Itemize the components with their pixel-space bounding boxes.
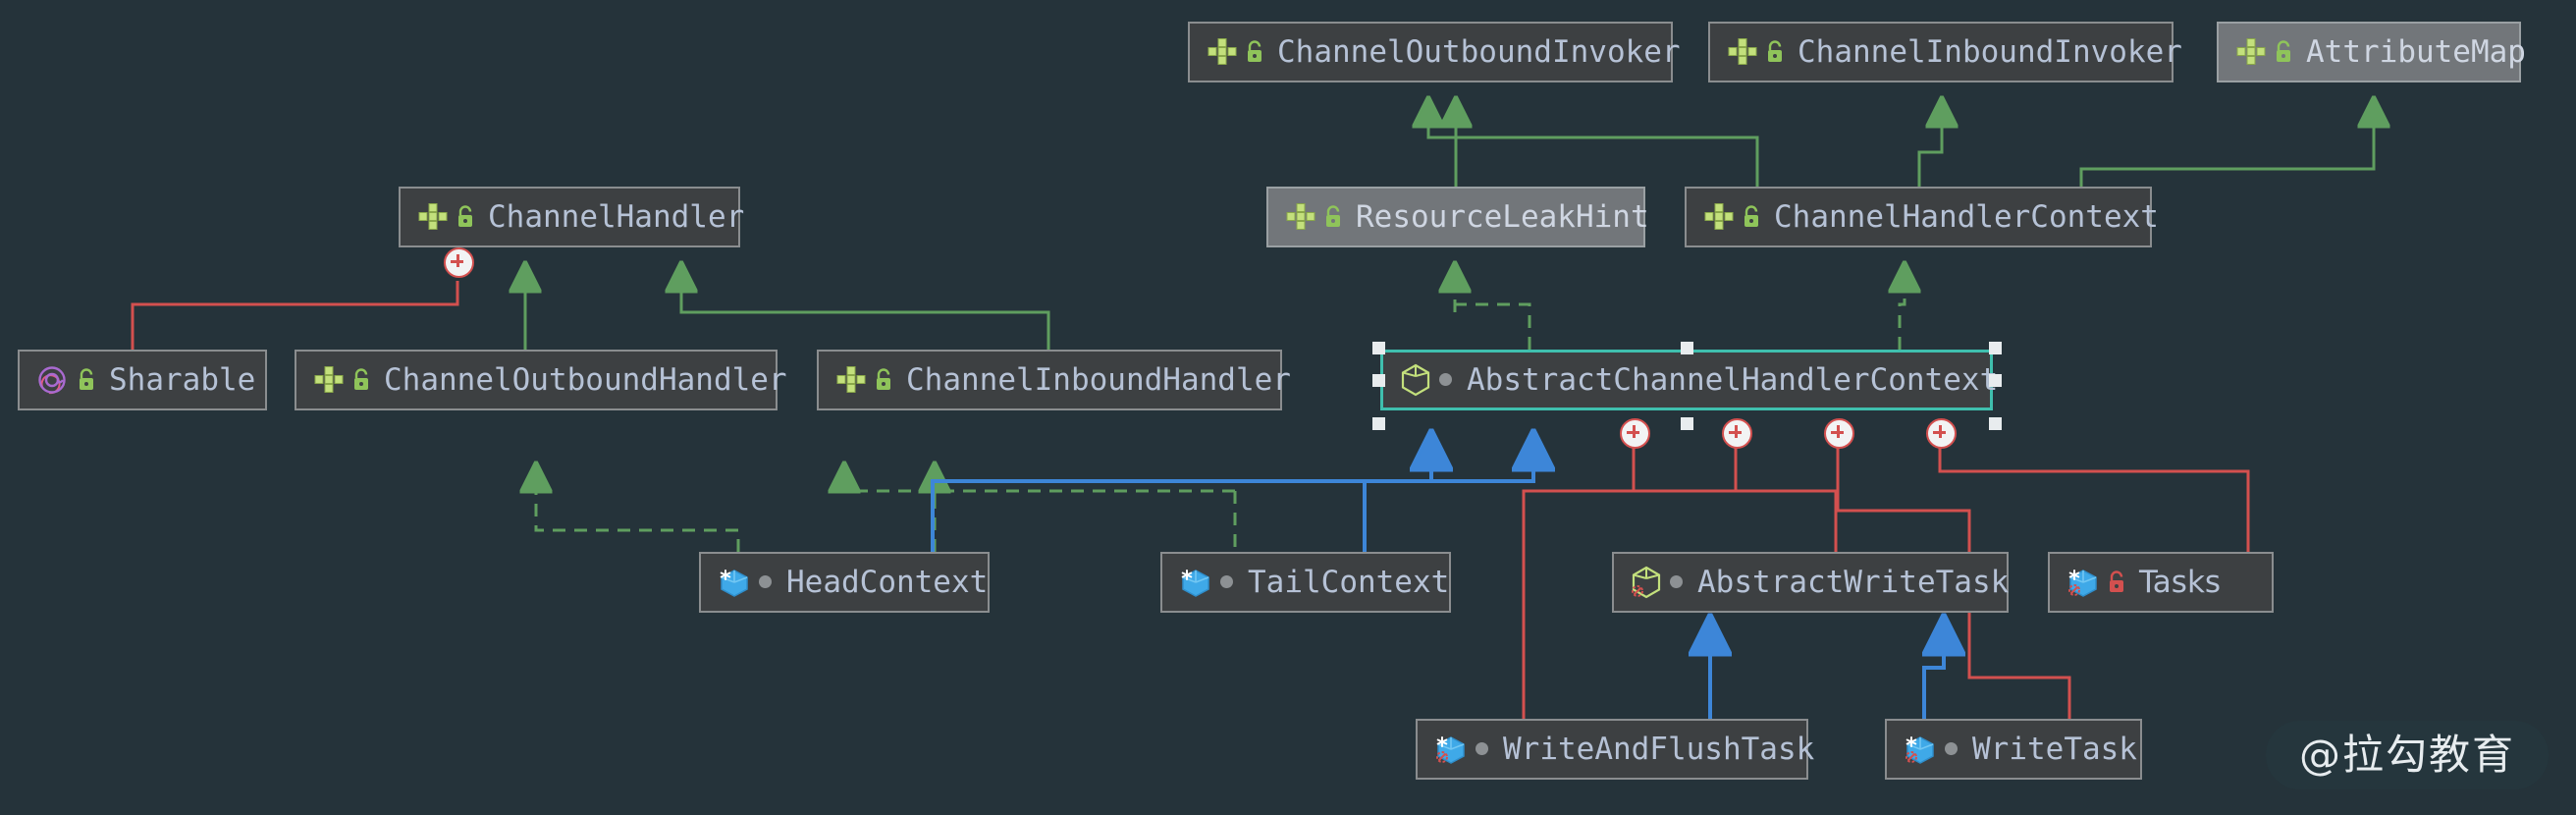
final-class-private-icon	[1905, 734, 1936, 764]
lock-private-icon	[2108, 570, 2125, 594]
selection-handle-se[interactable]	[1989, 417, 2002, 430]
selection-handle-w[interactable]	[1372, 374, 1385, 387]
interface-icon	[1728, 38, 1757, 66]
selection-handle-sw[interactable]	[1372, 417, 1385, 430]
inner-class-expand-writetask[interactable]	[1824, 418, 1854, 449]
final-class-private-icon	[1435, 734, 1467, 764]
selection-handle-n[interactable]	[1681, 342, 1693, 354]
node-label: ResourceLeakHint	[1356, 199, 1649, 235]
lock-public-icon	[1324, 205, 1342, 229]
node-label: WriteAndFlushTask	[1503, 732, 1815, 767]
node-tailcontext[interactable]: TailContext	[1160, 552, 1451, 613]
node-label: ChannelOutboundInvoker	[1277, 34, 1681, 70]
node-label: HeadContext	[786, 565, 989, 600]
node-channelinboundinvoker[interactable]: ChannelInboundInvoker	[1708, 22, 2182, 82]
lock-public-icon	[2275, 40, 2292, 64]
edge-extends-group	[931, 432, 1944, 719]
node-tasks[interactable]: Tasks	[2048, 552, 2274, 613]
inner-class-expand-sharable[interactable]	[444, 247, 474, 278]
lock-public-icon	[875, 368, 892, 392]
node-channelhandler[interactable]: ChannelHandler	[399, 187, 744, 247]
visibility-package-icon	[1439, 373, 1453, 387]
inner-class-expand-abstractwritetask[interactable]	[1620, 418, 1650, 449]
node-label: AttributeMap	[2306, 34, 2526, 70]
visibility-package-icon	[1476, 742, 1489, 756]
node-attributemap[interactable]: AttributeMap	[2217, 22, 2526, 82]
lock-public-icon	[78, 368, 95, 392]
interface-icon	[418, 203, 448, 231]
node-headcontext[interactable]: HeadContext	[699, 552, 990, 613]
edge-inheritance-group	[525, 98, 2374, 350]
annotation-icon	[37, 365, 67, 395]
edge-inner-class-group	[131, 281, 2250, 719]
node-abstractwritetask[interactable]: AbstractWriteTask	[1612, 552, 2009, 613]
inner-class-expand-writeandflushtask[interactable]	[1722, 418, 1752, 449]
node-label: AbstractWriteTask	[1697, 565, 2010, 600]
node-label: WriteTask	[1972, 732, 2137, 767]
node-channeloutboundhandler[interactable]: ChannelOutboundHandler	[295, 350, 787, 410]
node-channeloutboundinvoker[interactable]: ChannelOutboundInvoker	[1188, 22, 1681, 82]
inner-class-expand-tasks[interactable]	[1926, 418, 1957, 449]
visibility-package-icon	[759, 575, 773, 589]
abstract-class-private-icon	[1632, 566, 1661, 599]
selection-handle-nw[interactable]	[1372, 342, 1385, 354]
node-channelhandlercontext[interactable]: ChannelHandlerContext	[1685, 187, 2159, 247]
interface-icon	[1704, 203, 1734, 231]
interface-icon	[836, 366, 866, 394]
node-label: ChannelHandlerContext	[1774, 199, 2159, 235]
lock-public-icon	[456, 205, 474, 229]
interface-icon	[314, 366, 344, 394]
selection-handle-e[interactable]	[1989, 374, 2002, 387]
interface-icon	[1286, 203, 1315, 231]
selection-handle-s[interactable]	[1681, 417, 1693, 430]
node-abstractchannelhandlercontext[interactable]: AbstractChannelHandlerContext	[1380, 350, 1998, 410]
lock-public-icon	[352, 368, 370, 392]
watermark: @拉勾教育	[2265, 721, 2549, 789]
final-class-icon	[719, 568, 750, 597]
node-label: ChannelHandler	[488, 199, 745, 235]
visibility-package-icon	[1670, 575, 1684, 589]
node-label: Tasks	[2139, 565, 2222, 600]
interface-icon	[2236, 38, 2266, 66]
node-label: ChannelOutboundHandler	[384, 362, 787, 398]
node-writetask[interactable]: WriteTask	[1885, 719, 2142, 780]
final-class-icon	[1180, 568, 1211, 597]
node-label: ChannelInboundHandler	[906, 362, 1291, 398]
interface-icon	[1208, 38, 1237, 66]
lock-public-icon	[1766, 40, 1784, 64]
node-label: Sharable	[109, 362, 256, 398]
node-writeandflushtask[interactable]: WriteAndFlushTask	[1416, 719, 1814, 780]
lock-public-icon	[1743, 205, 1760, 229]
node-channelinboundhandler[interactable]: ChannelInboundHandler	[817, 350, 1291, 410]
visibility-package-icon	[1945, 742, 1959, 756]
lock-public-icon	[1246, 40, 1263, 64]
selection-handle-ne[interactable]	[1989, 342, 2002, 354]
node-sharable[interactable]: Sharable	[18, 350, 267, 410]
node-label: AbstractChannelHandlerContext	[1467, 362, 1999, 398]
visibility-package-icon	[1220, 575, 1234, 589]
final-class-private-icon	[2067, 568, 2099, 597]
node-resourceleakhint[interactable]: ResourceLeakHint	[1266, 187, 1649, 247]
abstract-class-icon	[1401, 363, 1430, 397]
node-label: TailContext	[1248, 565, 1450, 600]
node-label: ChannelInboundInvoker	[1798, 34, 2182, 70]
